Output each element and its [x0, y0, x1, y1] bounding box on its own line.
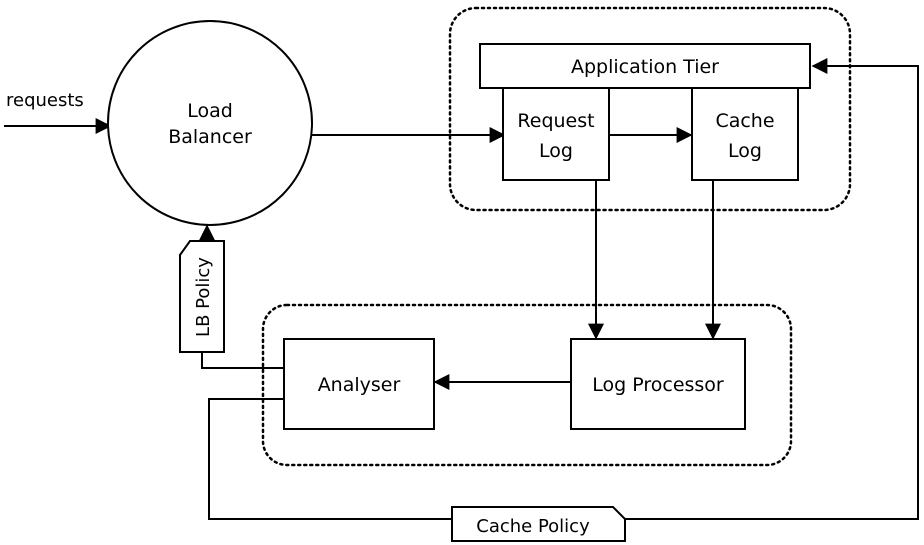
lb-policy-document: LB Policy: [179, 240, 225, 353]
load-balancer-label-line2: Balancer: [168, 126, 252, 148]
analyser-to-lb-policy-wire: [201, 352, 284, 369]
cache-log-label-line2: Log: [728, 140, 762, 162]
processing-group-boundary: [261, 303, 793, 467]
log-processor-label: Log Processor: [592, 374, 724, 396]
request-log-label-line2: Log: [539, 140, 573, 162]
requests-label: requests: [6, 90, 84, 111]
cache-policy-to-application-tier-arrow: [625, 58, 919, 520]
request-log-node: Request Log: [502, 87, 610, 181]
load-balancer-node: Load Balancer: [107, 20, 313, 226]
log-processor-node: Log Processor: [570, 338, 746, 430]
analyser-label: Analyser: [318, 374, 401, 396]
lb-policy-label: LB Policy: [193, 257, 214, 337]
cache-policy-document: Cache Policy: [451, 506, 626, 542]
application-tier-label: Application Tier: [571, 56, 719, 78]
cache-policy-label: Cache Policy: [476, 516, 590, 537]
analyser-to-cache-policy-wire: [208, 398, 452, 520]
analyser-node: Analyser: [283, 338, 435, 430]
application-group-boundary: [448, 6, 852, 212]
request-log-label-line1: Request: [517, 110, 594, 132]
cache-log-node: Cache Log: [691, 87, 799, 181]
application-tier-node: Application Tier: [479, 43, 811, 89]
cache-log-label-line1: Cache: [715, 110, 774, 132]
load-balancer-label-line1: Load: [187, 100, 233, 122]
